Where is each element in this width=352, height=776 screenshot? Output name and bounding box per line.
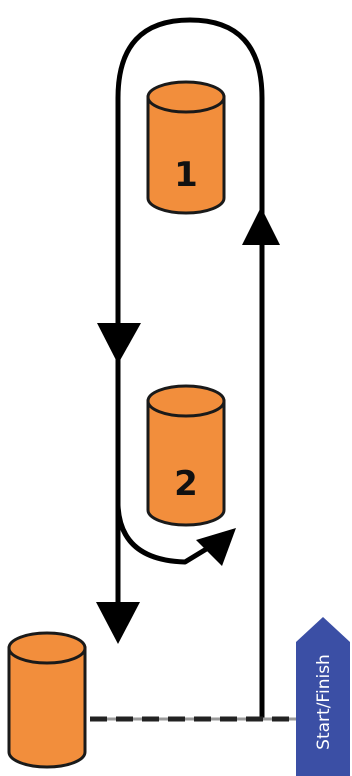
- barrel-1-label: 1: [174, 155, 198, 195]
- barrel-2: 2: [146, 384, 226, 527]
- barrel-1: 1: [146, 80, 226, 215]
- arrow-down-icon: [97, 323, 141, 364]
- barrel-2-label: 2: [174, 464, 198, 504]
- path-loop-barrel-1: [115, 17, 265, 720]
- path-curl-barrel-2: [115, 504, 210, 565]
- arrow-down-bottom-icon: [96, 602, 140, 644]
- start-finish-banner: Start/Finish: [296, 617, 350, 776]
- arrow-right-icon: [196, 528, 236, 566]
- path-arrows: [96, 207, 280, 644]
- arrow-up-icon: [242, 207, 280, 245]
- start-finish-label: Start/Finish: [314, 654, 334, 750]
- barrel-3: [7, 631, 87, 769]
- race-path: [115, 17, 265, 720]
